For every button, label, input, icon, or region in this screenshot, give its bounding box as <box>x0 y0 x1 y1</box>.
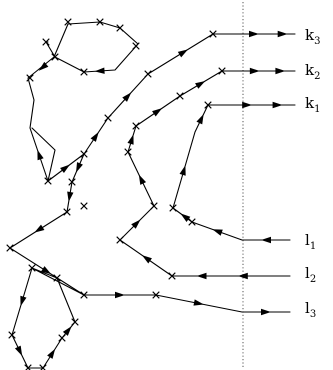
crossing-mark <box>116 24 124 32</box>
strand-l3-arrow <box>115 291 125 299</box>
crossing-mark <box>71 318 79 326</box>
strand-k1-arrow <box>242 101 253 109</box>
crossing-mark <box>53 274 61 282</box>
crossing-mark <box>80 202 88 210</box>
strand-l3-arrow <box>41 266 52 275</box>
strand-k3-arrow <box>90 131 99 142</box>
crossing-mark <box>39 364 47 370</box>
strand-k2-arrow <box>141 255 152 264</box>
label-l2: l2 <box>305 264 316 285</box>
strand-k3-arrow <box>249 30 259 38</box>
strand-l3-arrow <box>261 308 271 316</box>
crossing-mark <box>6 244 14 252</box>
crossing-mark <box>80 291 88 299</box>
crossing-mark <box>42 38 50 46</box>
strand-k2-arrow <box>131 219 141 229</box>
label-k3: k3 <box>305 26 320 47</box>
strand-top-swirl-arrow <box>37 149 44 161</box>
crossing-mark <box>96 18 104 26</box>
strand-bottom-loop <box>11 267 85 369</box>
crossing-mark <box>169 204 177 212</box>
strand-k1-arrow <box>179 165 186 176</box>
crossing-mark <box>24 364 32 370</box>
crossing-mark <box>218 67 226 75</box>
crossing-mark <box>64 18 72 26</box>
strand-top-swirl-arrow <box>94 67 105 74</box>
label-l1: l1 <box>305 231 316 252</box>
strand-k2-arrow <box>275 67 286 75</box>
strand-bottom-loop-arrow <box>62 326 72 336</box>
crossing-mark <box>51 53 59 61</box>
crossing-mark <box>188 218 196 226</box>
strand-bottom-loop-arrow <box>20 295 27 307</box>
crossing-mark <box>152 291 160 299</box>
crossing-mark <box>168 272 176 280</box>
strand-k1 <box>172 104 296 241</box>
crossing-mark <box>204 101 212 109</box>
label-k1: k1 <box>305 94 320 115</box>
strand-k1-arrow <box>272 101 283 109</box>
crossing-mark <box>116 236 124 244</box>
crossing-mark <box>8 331 16 339</box>
crossing-mark <box>132 122 140 130</box>
crossing-mark <box>209 30 217 38</box>
strand-k1-arrow <box>196 113 204 125</box>
crossing-mark <box>176 92 184 100</box>
strand-k2-arrow <box>195 80 206 89</box>
crossing-mark <box>132 42 140 50</box>
strand-l3-arrow <box>34 224 45 233</box>
strand-k3-arrow <box>60 164 71 174</box>
crossings-group <box>6 18 226 370</box>
crossing-mark <box>80 68 88 76</box>
crossing-mark <box>44 177 52 185</box>
strand-top-swirl-arrow <box>38 61 49 71</box>
crossing-mark <box>26 74 34 82</box>
strand-k2-arrow <box>152 108 163 117</box>
strand-k2-arrow <box>249 67 260 75</box>
arrows-group <box>14 30 288 359</box>
strand-k2-arrow <box>127 134 134 145</box>
crossing-mark <box>124 148 132 156</box>
crossing-mark <box>58 334 66 342</box>
label-l3: l3 <box>305 299 316 320</box>
strand-k1-arrow <box>261 236 271 244</box>
strand-k3-arrow <box>177 49 189 58</box>
crossing-mark <box>144 70 152 78</box>
strand-bottom-loop-arrow <box>47 348 56 359</box>
crossing-mark <box>28 264 36 272</box>
label-k2: k2 <box>305 61 320 82</box>
strand-k2 <box>119 70 296 277</box>
crossing-mark <box>104 114 112 122</box>
strand-top-swirl <box>27 21 139 182</box>
strand-l3-arrow <box>193 299 204 306</box>
strand-k3-arrow <box>277 30 288 38</box>
strand-k1-arrow <box>180 213 191 222</box>
strand-k1-arrow <box>212 229 223 236</box>
crossing-mark <box>68 178 76 186</box>
strand-l3-arrow <box>67 191 74 202</box>
strand-bottom-loop-arrow <box>14 345 23 356</box>
paths-group <box>9 21 296 369</box>
strand-k3-arrow <box>122 92 132 102</box>
crossing-mark <box>150 202 158 210</box>
strand-k2-arrow <box>196 272 207 280</box>
crossing-mark <box>80 150 88 158</box>
strand-k2-arrow <box>237 272 248 280</box>
strand-k2-arrow <box>138 174 147 185</box>
crossing-mark <box>63 208 71 216</box>
strand-l3-arrow <box>76 162 83 173</box>
